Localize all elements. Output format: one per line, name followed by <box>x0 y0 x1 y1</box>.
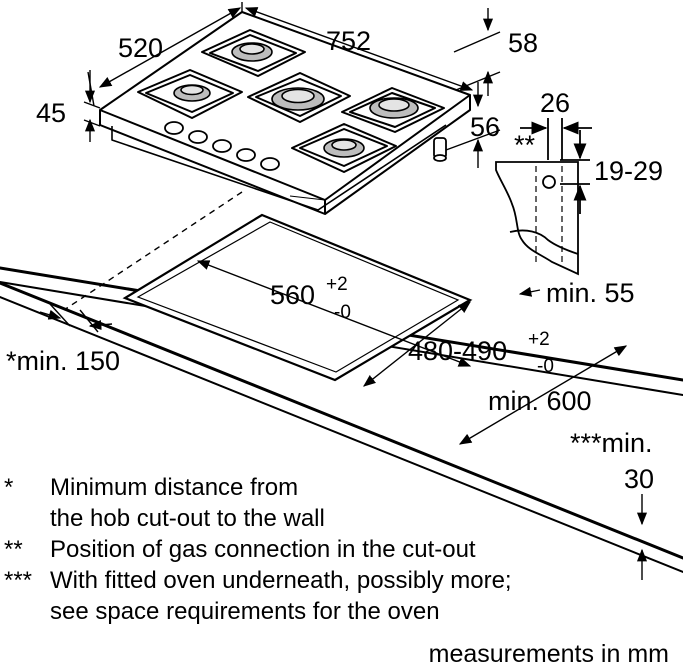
dim-connection-to-edge: 56 <box>470 112 500 142</box>
dim-min-front-edge: min. 55 <box>546 278 635 308</box>
units-label: measurements in mm <box>428 640 669 668</box>
footnote-text: see space requirements for the oven <box>50 598 440 625</box>
dim-gas-pipe-height: 58 <box>508 28 538 58</box>
footnote-mark: *** <box>4 567 33 594</box>
dim-cutout-width-tol-plus: +2 <box>326 274 348 295</box>
footnote-1-continued: the hob cut-out to the wall <box>0 503 683 534</box>
dim-gas-fitting-width: 26 <box>540 88 570 118</box>
footnote-3-continued: see space requirements for the oven <box>0 596 683 627</box>
footnote-text: Minimum distance from <box>50 474 299 501</box>
footnote-text: the hob cut-out to the wall <box>50 505 325 532</box>
dim-min-oven-clearance-value: 30 <box>624 464 654 494</box>
control-knobs <box>164 121 280 171</box>
footnote-1: * Minimum distance from <box>0 472 683 503</box>
dim-cutout-depth-tol-plus: +2 <box>528 329 550 350</box>
dim-hob-height: 45 <box>36 98 66 128</box>
footnote-mark: * <box>4 474 14 501</box>
hob-dimension-lines <box>83 2 501 168</box>
footnote-text: With fitted oven underneath, possibly mo… <box>50 567 512 594</box>
cutout-dimension-lines <box>39 260 648 580</box>
dim-worktop-thickness: 19-29 <box>594 156 663 186</box>
footnote-2: ** Position of gas connection in the cut… <box>0 534 683 565</box>
dim-hob-depth: 520 <box>118 33 163 63</box>
footnote-mark: ** <box>4 536 23 563</box>
dim-min-worktop-depth: min. 600 <box>488 386 592 416</box>
dim-cutout-depth: 480-490 <box>408 336 507 366</box>
footnotes: * Minimum distance from the hob cut-out … <box>0 472 683 627</box>
dim-hob-width: 752 <box>326 26 371 56</box>
dim-min-oven-clearance-label: ***min. <box>570 428 653 458</box>
dim-cutout-width: 560 <box>270 280 315 310</box>
gas-fitting-detail <box>495 118 592 276</box>
footnote-3: *** With fitted oven underneath, possibl… <box>0 565 683 596</box>
dim-min-wall-distance: *min. 150 <box>6 346 120 376</box>
dim-cutout-width-tol-minus: -0 <box>334 302 351 323</box>
gas-fitting-mark: ** <box>514 130 536 160</box>
dim-cutout-depth-tol-minus: -0 <box>537 356 554 377</box>
gas-connection-stub <box>433 137 447 162</box>
footnote-text: Position of gas connection in the cut-ou… <box>50 536 476 563</box>
hob-under-tray <box>111 124 447 211</box>
